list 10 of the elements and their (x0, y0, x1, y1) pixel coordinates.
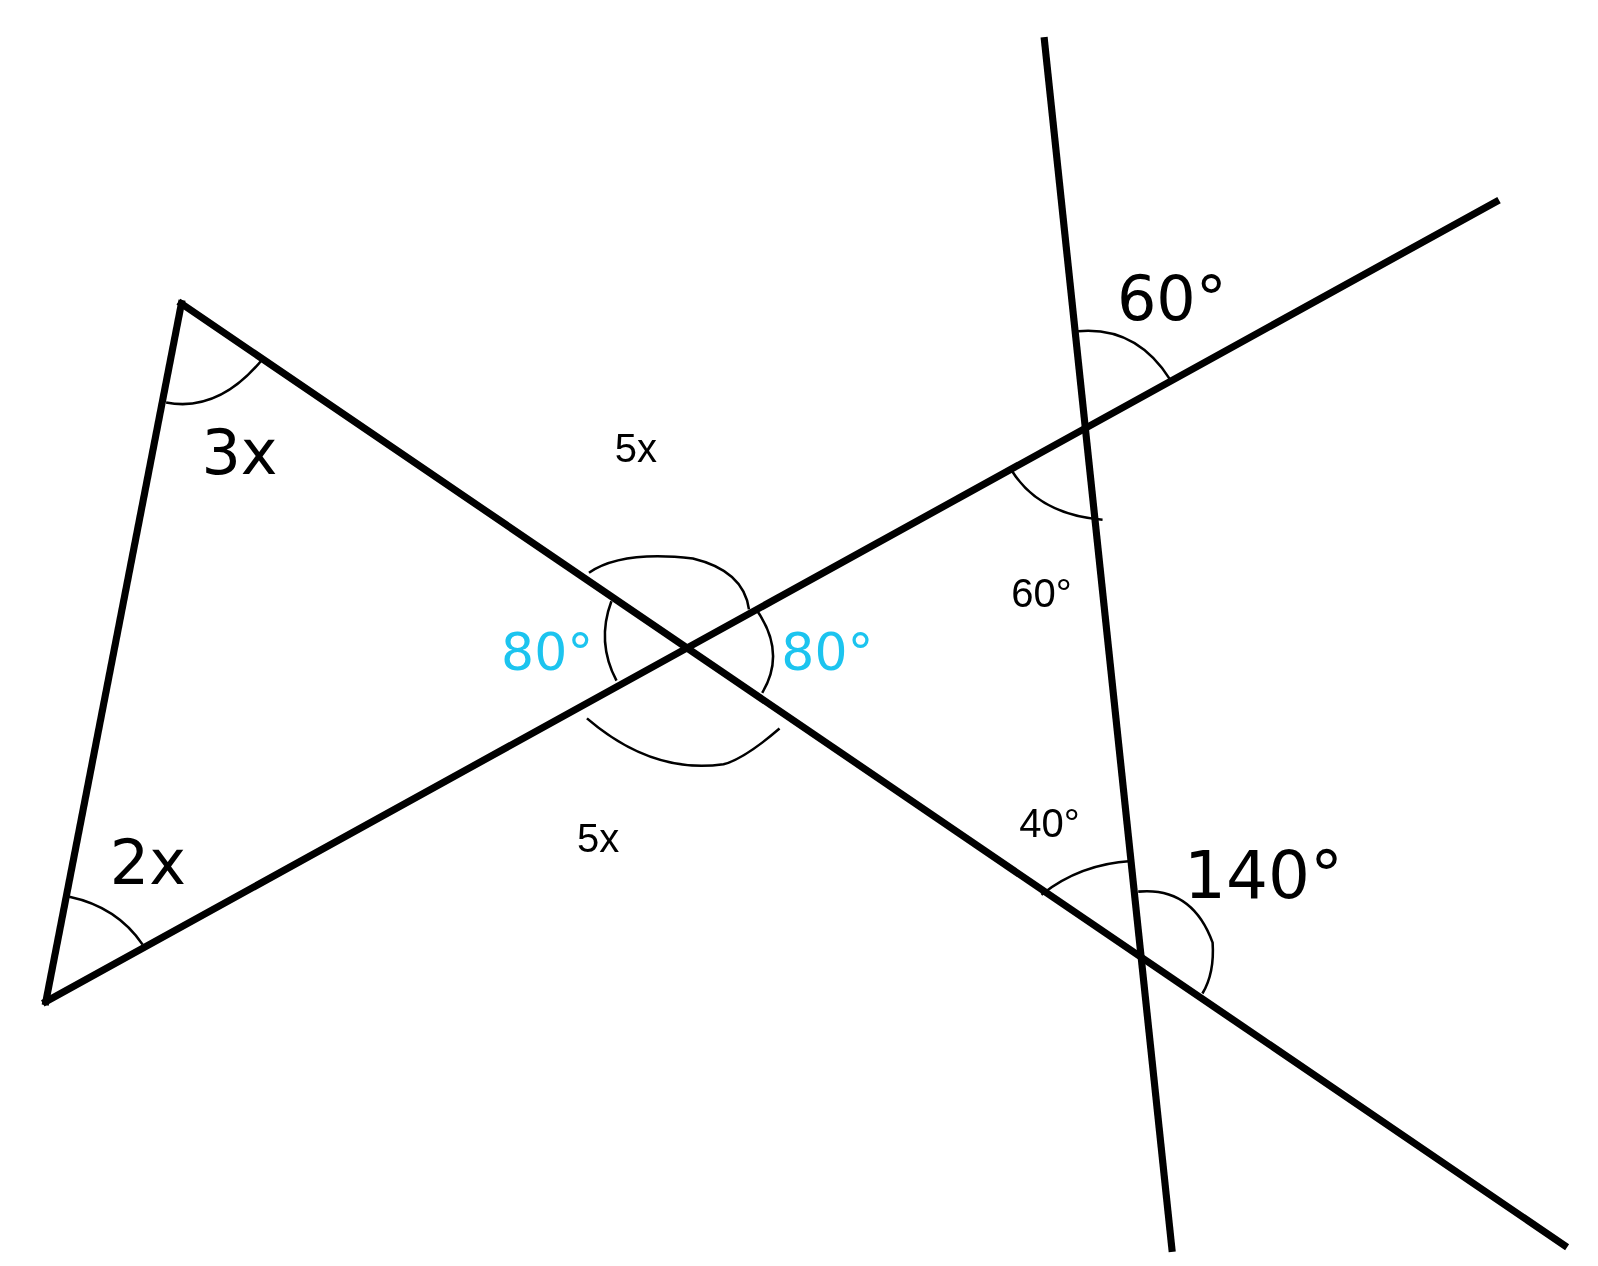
angle-label: 60° (1011, 573, 1072, 614)
angle-label: 5x (577, 817, 620, 858)
angle-label: 2x (109, 832, 186, 895)
angle-label: 5x (614, 428, 657, 469)
angle-label: 60° (1116, 267, 1227, 330)
angle-label: 40° (1019, 803, 1080, 844)
angle-label: 3x (201, 422, 278, 485)
angle-label: 140° (1184, 843, 1344, 910)
angle-label: 80° (781, 626, 874, 679)
angle-label: 80° (501, 626, 594, 679)
